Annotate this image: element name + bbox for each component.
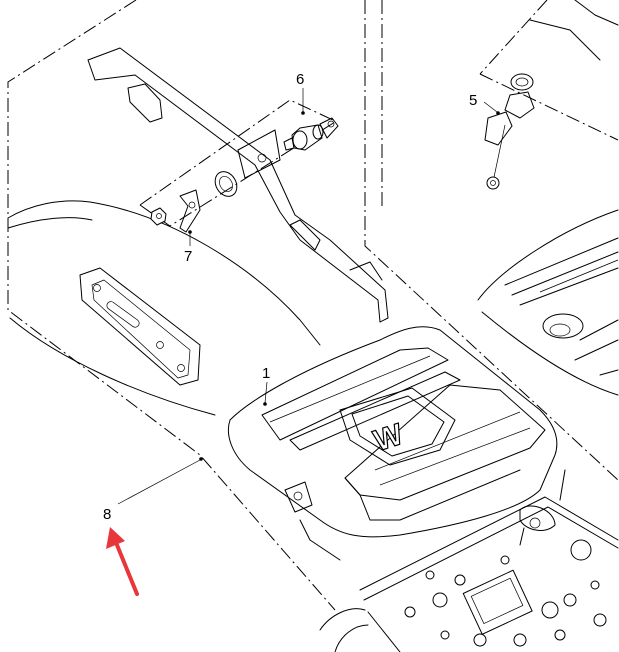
right-console bbox=[477, 209, 619, 396]
callout-6: 6 bbox=[296, 71, 304, 88]
boundary-lines bbox=[7, 0, 619, 611]
instrument-panel bbox=[319, 469, 619, 652]
upper-bracket bbox=[87, 47, 389, 323]
leader-lines bbox=[117, 88, 500, 505]
callout-5: 5 bbox=[469, 92, 477, 109]
ignition-switch-part-6 bbox=[283, 117, 339, 151]
side-cover-panel bbox=[7, 200, 321, 416]
switch-plate-group bbox=[139, 99, 336, 233]
callout-1: 1 bbox=[262, 365, 270, 382]
callout-7: 7 bbox=[184, 248, 192, 265]
key-switch-part-5 bbox=[484, 0, 619, 190]
w-logo: W bbox=[370, 418, 408, 458]
callout-8: 8 bbox=[103, 506, 111, 523]
red-arrow-annotation bbox=[106, 527, 139, 596]
center-cover-part-1: W bbox=[227, 326, 558, 561]
